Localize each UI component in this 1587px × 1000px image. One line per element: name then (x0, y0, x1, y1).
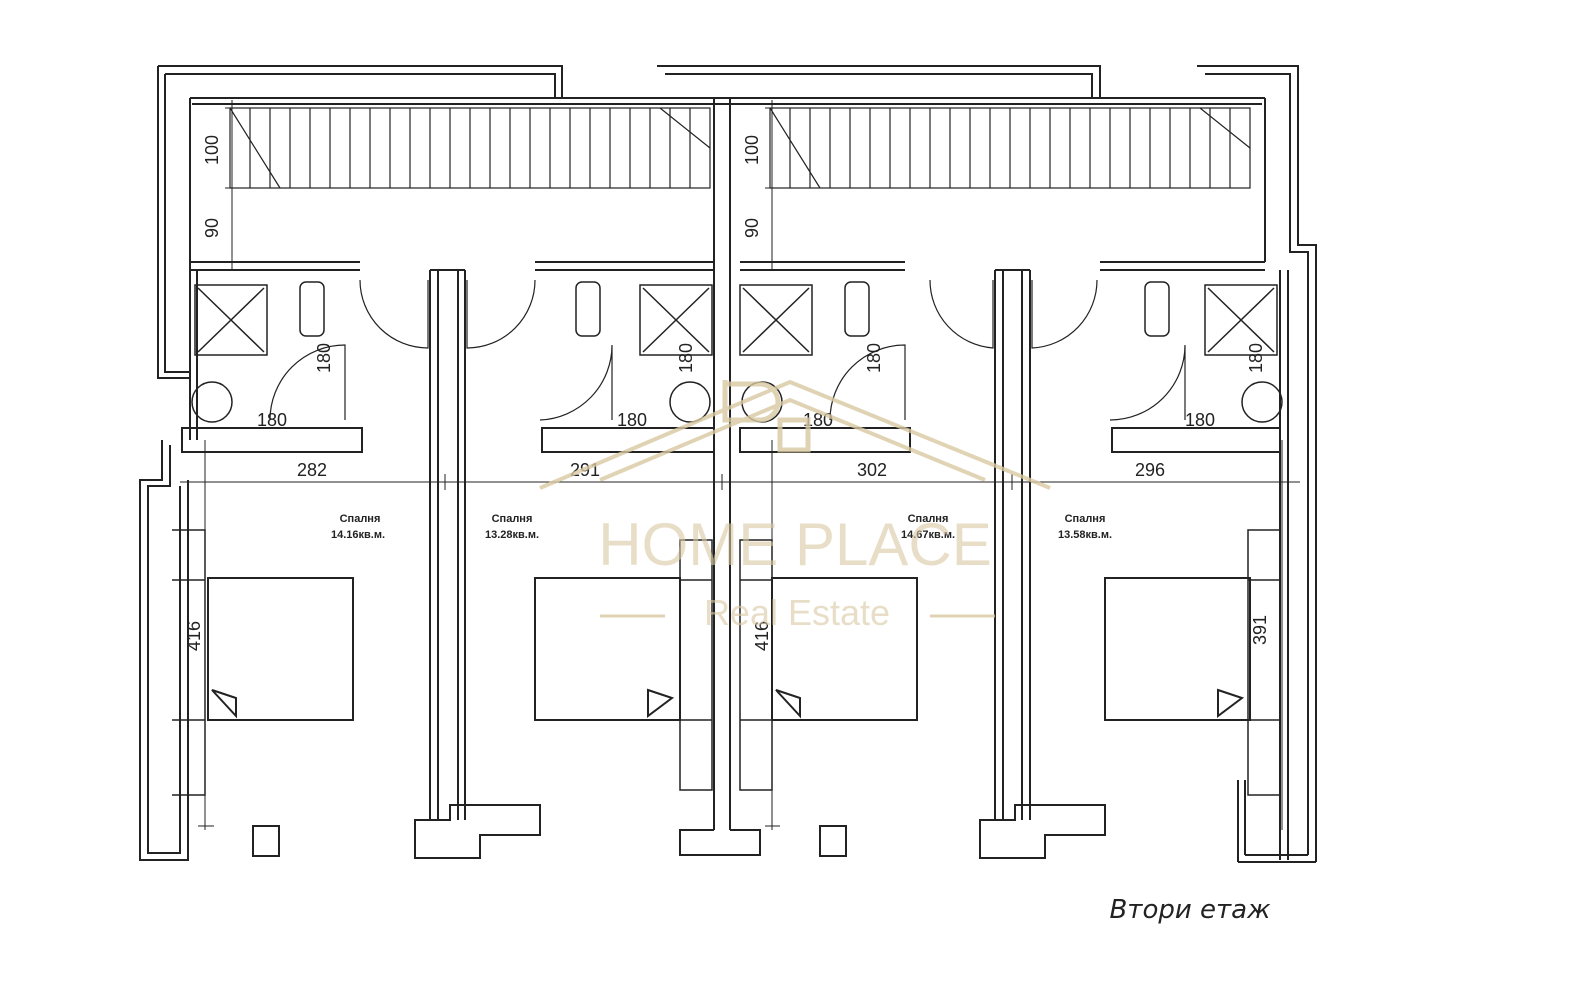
room-3-area: 14.67кв.м. (901, 529, 955, 541)
bathroom-walls (189, 261, 1289, 860)
dim-stair-left-top: 100 (202, 135, 222, 165)
dim-bath-3-v: 180 (864, 343, 884, 373)
room-1-area: 14.16кв.м. (331, 529, 385, 541)
sinks (191, 381, 1283, 423)
watermark-roof-icon (539, 379, 1051, 490)
dim-stair-right-bottom: 90 (742, 218, 762, 238)
dim-stair-right-top: 100 (742, 135, 762, 165)
dim-bath-2-h: 180 (617, 410, 647, 430)
toilets (299, 281, 1170, 337)
dim-stair-left-bottom: 90 (202, 218, 222, 238)
dim-depth-mid: 416 (752, 621, 772, 651)
dim-bath-1-v: 180 (314, 343, 334, 373)
dim-bath-4-h: 180 (1185, 410, 1215, 430)
stair-dimension-lines (225, 100, 780, 270)
floor-caption: Втори етаж (1109, 895, 1271, 925)
stair-dimension-labels: 100 90 100 90 (202, 135, 762, 238)
stairs-right (769, 107, 1251, 189)
depth-dimension-labels: 416 416 391 (184, 615, 1270, 651)
dim-bath-1-h: 180 (257, 410, 287, 430)
outer-walls (139, 65, 1317, 863)
bottom-wall-stubs (252, 804, 1106, 859)
watermark-subtitle: Real Estate (704, 592, 890, 633)
party-wall (679, 98, 761, 856)
watermark-house-icon (722, 380, 811, 453)
width-dimension-line (180, 474, 1300, 490)
room-labels: Спалня 14.16кв.м. Спалня 13.28кв.м. Спал… (331, 513, 1112, 541)
room-2-name: Спалня (492, 513, 533, 525)
dim-bath-2-v: 180 (676, 343, 696, 373)
watermark-title: HOME PLACE (598, 511, 991, 578)
dim-room-4-width: 296 (1135, 460, 1165, 480)
room-2-area: 13.28кв.м. (485, 529, 539, 541)
room-4-area: 13.58кв.м. (1058, 529, 1112, 541)
room-4-name: Спалня (1065, 513, 1106, 525)
dim-room-1-width: 282 (297, 460, 327, 480)
door-swings (269, 279, 1186, 421)
dim-bath-4-v: 180 (1246, 343, 1266, 373)
depth-dimension-lines (198, 440, 1283, 830)
bath-dimension-labels: 180 180 180 180 180 180 180 180 (257, 343, 1266, 430)
stairs-left (229, 107, 711, 189)
watermark-logo: HOME PLACE Real Estate (539, 379, 1051, 633)
dim-depth-left: 416 (184, 621, 204, 651)
room-1-name: Спалня (340, 513, 381, 525)
room-width-labels: 282 291 302 296 (297, 460, 1165, 480)
shower-trays (194, 284, 1278, 356)
beds (207, 577, 1251, 721)
dim-depth-right: 391 (1250, 615, 1270, 645)
dim-room-3-width: 302 (857, 460, 887, 480)
room-3-name: Спалня (908, 513, 949, 525)
